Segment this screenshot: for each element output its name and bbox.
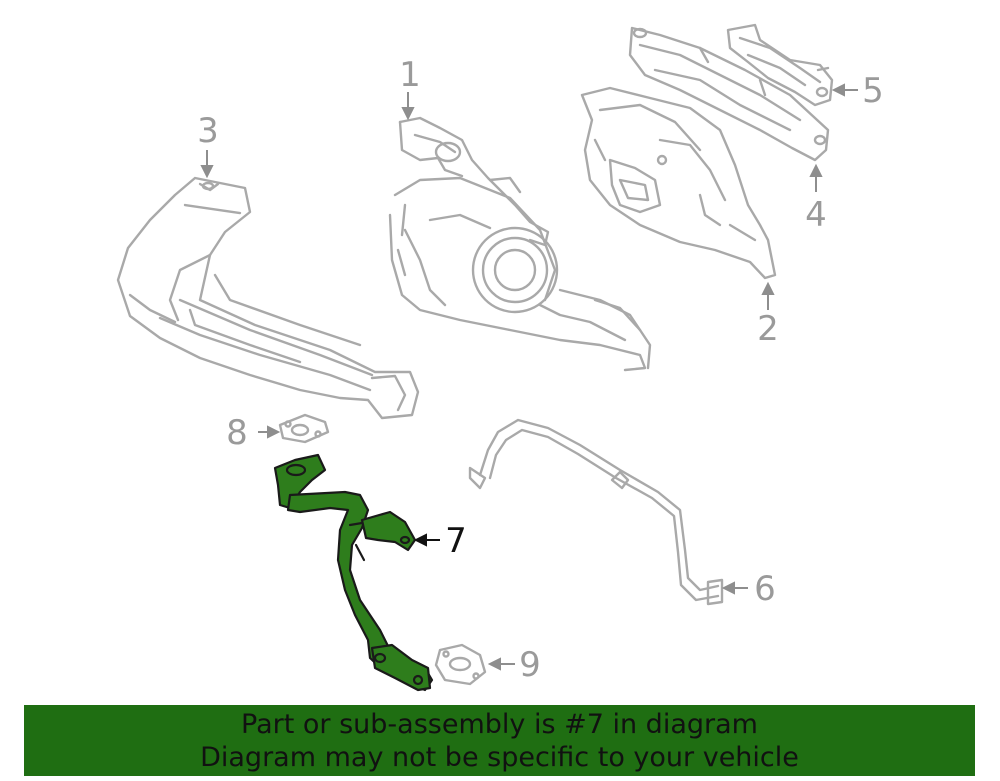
callout-2: 2 — [757, 309, 779, 349]
callout-5: 5 — [862, 71, 884, 111]
callout-8: 8 — [226, 413, 248, 453]
leader-arrows — [200, 83, 858, 671]
callout-3: 3 — [197, 111, 219, 151]
part-1-turbocharger — [388, 116, 652, 372]
callout-4: 4 — [805, 195, 827, 235]
part-8-gasket — [278, 413, 330, 444]
callout-6: 6 — [754, 569, 776, 609]
leader-arrow-7 — [413, 533, 440, 547]
part-5-small-bracket — [726, 23, 834, 107]
banner-line-2: Diagram may not be specific to your vehi… — [200, 742, 799, 773]
part-6-tube — [468, 418, 724, 606]
part-3-intake-duct — [116, 176, 420, 420]
part-4-bracket — [628, 26, 830, 162]
callout-9: 9 — [519, 645, 541, 685]
part-2-heat-shield — [580, 86, 777, 280]
disclaimer-banner: Part or sub-assembly is #7 in diagram Di… — [24, 705, 975, 776]
banner-line-1: Part or sub-assembly is #7 in diagram — [241, 709, 758, 740]
part-7-pipe-highlighted — [273, 453, 434, 692]
callout-7: 7 — [445, 521, 467, 561]
callout-1: 1 — [399, 55, 421, 95]
part-9-gasket — [434, 643, 487, 686]
